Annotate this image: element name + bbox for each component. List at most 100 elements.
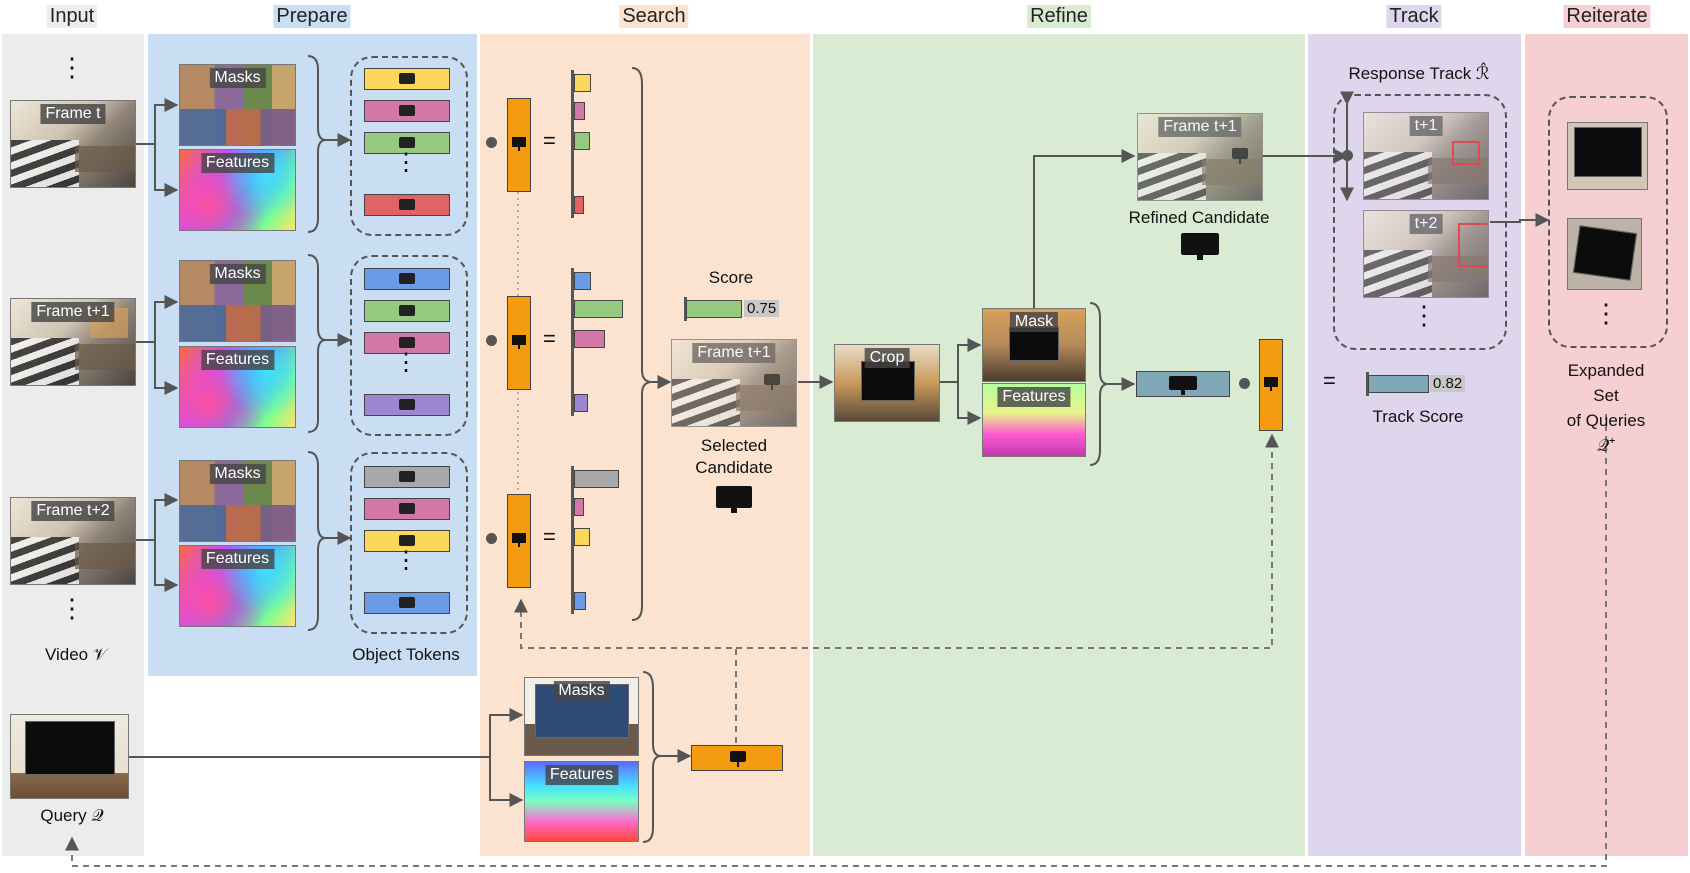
frame-t2-thumbnail: Frame t+2 — [10, 497, 136, 585]
object-icon — [399, 399, 415, 410]
frame-t2-label: Frame t+2 — [31, 501, 115, 521]
track-frame-t1: t+1 — [1363, 112, 1489, 200]
object-icon — [399, 199, 415, 210]
similarity-bar — [574, 470, 619, 488]
expanded-set-label: Expanded Set of Queries 𝒬⁺ — [1566, 361, 1646, 455]
similarity-bar — [574, 330, 605, 348]
track-score-axis — [1366, 372, 1369, 396]
frame-t-label: Frame t — [40, 104, 106, 124]
crop-thumbnail: Crop — [834, 344, 940, 422]
token-ellipsis: ⋮ — [394, 349, 418, 376]
query-token — [691, 745, 783, 771]
header-reiterate: Reiterate — [1563, 5, 1651, 28]
similarity-bar — [574, 394, 588, 412]
dot-product — [486, 137, 497, 148]
similarity-bar — [574, 592, 586, 610]
features-label-t2: Features — [200, 549, 275, 569]
query-thumbnail — [10, 714, 129, 799]
ellipsis-bottom: ⋮ — [59, 593, 85, 623]
track-score-bar — [1368, 375, 1429, 393]
token-group-t2 — [350, 452, 468, 634]
object-token — [364, 132, 450, 154]
refine-mask-monitor — [1009, 327, 1059, 361]
object-token — [364, 332, 450, 354]
track-score-value: 0.82 — [1430, 375, 1466, 392]
object-token — [364, 100, 450, 122]
score-value: 0.75 — [744, 300, 780, 317]
query-masks-thumbnail: Masks — [524, 677, 639, 756]
selected-candidate-label: Selected Candidate — [695, 436, 773, 477]
expanded-query-1 — [1567, 122, 1648, 190]
response-track-box — [1333, 94, 1507, 350]
track-frame-t2: t+2 — [1363, 210, 1489, 298]
similarity-bar — [574, 272, 591, 290]
object-icon — [399, 73, 415, 84]
similarity-axis — [571, 268, 574, 416]
refine-features-label: Features — [997, 387, 1071, 407]
refine-features-thumbnail: Features — [982, 383, 1086, 457]
refined-frame-label: Frame t+1 — [1158, 117, 1242, 137]
masks-thumbnail-t2: Masks — [179, 460, 296, 542]
frame-t1-label: Frame t+1 — [31, 302, 115, 322]
masks-label-t1: Masks — [209, 264, 266, 284]
object-token — [364, 498, 450, 520]
refine-mask-label: Mask — [1009, 312, 1059, 332]
object-token — [364, 592, 450, 614]
track-score-label: Track Score — [1372, 407, 1464, 426]
object-tokens-label: Object Tokens — [352, 645, 460, 664]
similarity-bar — [574, 102, 585, 120]
candidate-monitor-icon — [764, 374, 780, 390]
object-icon — [399, 503, 415, 514]
features-label-t1: Features — [200, 350, 275, 370]
object-icon — [399, 535, 415, 546]
similarity-bar — [574, 74, 591, 92]
frame-t-thumbnail: Frame t — [10, 100, 136, 188]
refined-frame: Frame t+1 — [1137, 113, 1263, 201]
header-track: Track — [1386, 5, 1442, 28]
crop-label: Crop — [864, 348, 910, 368]
similarity-axis — [571, 70, 574, 218]
features-thumbnail-t2: Features — [179, 545, 296, 627]
dot-product — [486, 335, 497, 346]
expanded-query-2 — [1567, 218, 1642, 290]
masks-label-t: Masks — [209, 68, 266, 88]
object-icon — [399, 305, 415, 316]
track-ellipsis: ⋮ — [1411, 300, 1437, 330]
object-token — [364, 394, 450, 416]
masks-label-t2: Masks — [209, 464, 266, 484]
object-icon — [399, 273, 415, 284]
object-token — [364, 194, 450, 216]
similarity-bar — [574, 498, 584, 516]
query-token-vertical — [507, 296, 531, 390]
token-ellipsis: ⋮ — [394, 547, 418, 574]
similarity-bar — [574, 196, 584, 214]
query-monitor-icon — [25, 721, 115, 775]
object-icon — [399, 337, 415, 348]
refined-candidate-label: Refined Candidate — [1128, 208, 1270, 227]
refine-query-token — [1259, 339, 1283, 431]
token-ellipsis: ⋮ — [394, 149, 418, 176]
similarity-bar — [574, 300, 623, 318]
equals-sign: = — [543, 326, 556, 351]
dot-product — [486, 533, 497, 544]
object-token — [364, 68, 450, 90]
object-token — [364, 466, 450, 488]
query-label: Query 𝒬 — [40, 806, 104, 825]
query-features-label: Features — [544, 765, 619, 785]
features-thumbnail-t: Features — [179, 149, 296, 231]
features-thumbnail-t1: Features — [179, 346, 296, 428]
expanded-queries-box — [1548, 96, 1668, 348]
ellipsis-top: ⋮ — [59, 52, 85, 82]
header-input: Input — [46, 5, 98, 28]
object-icon — [399, 105, 415, 116]
equals-sign: = — [543, 524, 556, 549]
object-token — [364, 268, 450, 290]
similarity-bar — [574, 528, 590, 546]
object-token — [364, 300, 450, 322]
score-label: Score — [708, 268, 754, 287]
track-frame-t1-label: t+1 — [1409, 116, 1443, 136]
track-bbox-t1 — [1452, 141, 1480, 165]
object-token — [364, 530, 450, 552]
response-track-label: Response Track ℛ̂ — [1348, 64, 1490, 83]
